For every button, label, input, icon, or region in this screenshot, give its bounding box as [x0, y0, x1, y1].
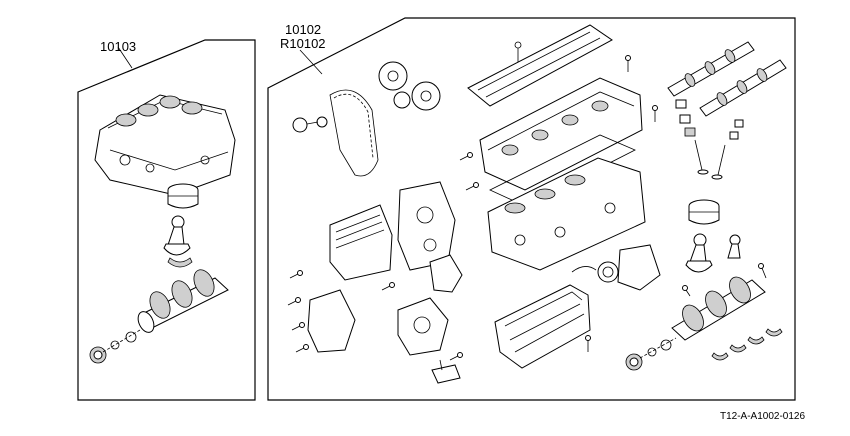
short-block-frame — [77, 39, 256, 401]
water-pump — [429, 254, 463, 293]
piston — [167, 183, 199, 209]
belt-tensioner — [292, 116, 328, 133]
main-bearings — [711, 328, 783, 361]
callout-10102: 10102 — [285, 22, 322, 37]
oil-pan — [494, 284, 591, 369]
timing-cover-upper — [329, 204, 393, 281]
callout-10103: 10103 — [100, 39, 137, 54]
pickup-tube — [431, 359, 461, 384]
valve-set — [675, 99, 744, 180]
crank-seal-set — [89, 329, 141, 364]
long-block-frame — [267, 17, 796, 401]
crank-seal-set-right — [625, 337, 677, 371]
fastener-bolts — [287, 55, 767, 361]
cam-sprockets — [378, 61, 441, 111]
rear-main-seal — [571, 244, 661, 291]
crankshaft — [137, 269, 229, 333]
engine-block — [487, 157, 646, 271]
crankshaft-right — [671, 276, 766, 341]
camshaft-exhaust — [699, 59, 787, 117]
valve-cover — [467, 24, 613, 107]
reference-code: T12-A-A1002-0126 — [720, 411, 806, 422]
callout-r10102: R10102 — [280, 36, 326, 51]
connecting-rod — [163, 215, 191, 256]
timing-cover-lower — [307, 289, 356, 353]
rod-bearing — [167, 257, 193, 268]
timing-belt — [329, 89, 379, 177]
oil-pump — [397, 297, 449, 356]
callout-leader-10102 — [299, 49, 323, 75]
camshaft-intake — [667, 41, 755, 97]
connecting-rod-right — [685, 233, 741, 273]
callout-leader-10103 — [117, 46, 133, 69]
piston-right — [688, 199, 720, 225]
cylinder-block — [94, 94, 236, 196]
timing-cover-rear — [397, 181, 456, 271]
cylinder-head — [479, 77, 643, 191]
